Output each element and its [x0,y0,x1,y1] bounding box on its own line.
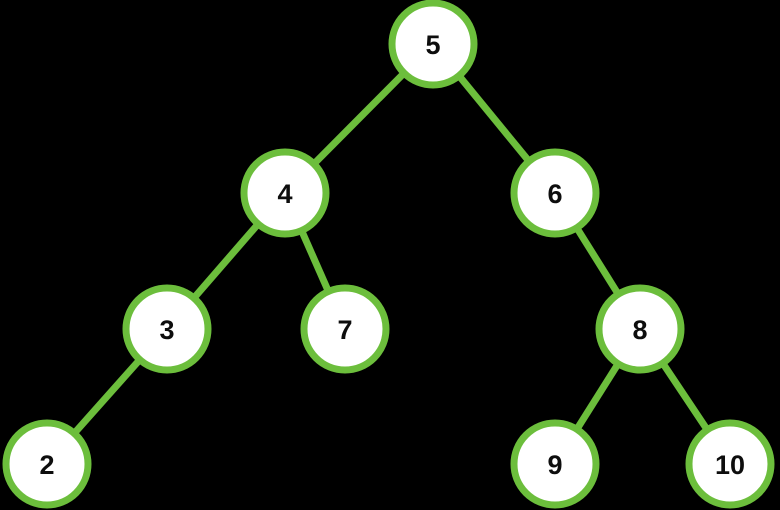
node-circle-9[interactable] [510,419,600,509]
node-label-7: 7 [337,315,352,345]
tree-edge-3-to-2 [71,357,143,436]
node-circle-3[interactable] [122,284,212,374]
tree-node-3[interactable]: 3 [122,284,212,374]
node-circle-7[interactable] [300,284,390,374]
tree-node-7[interactable]: 7 [300,284,390,374]
node-circle-2[interactable] [2,419,92,509]
tree-node-9[interactable]: 9 [510,419,600,509]
node-label-6: 6 [547,179,562,209]
tree-node-5[interactable]: 5 [388,0,478,89]
node-label-10: 10 [715,450,745,480]
node-label-2: 2 [39,450,54,480]
node-label-3: 3 [159,315,174,345]
tree-node-4[interactable]: 4 [240,148,330,238]
tree-edge-5-to-4 [311,70,407,167]
tree-node-6[interactable]: 6 [510,148,600,238]
node-circle-10[interactable] [685,419,775,509]
tree-node-8[interactable]: 8 [595,284,685,374]
node-label-8: 8 [632,315,647,345]
tree-node-10[interactable]: 10 [685,419,775,509]
node-label-9: 9 [547,450,562,480]
node-label-5: 5 [425,30,440,60]
tree-node-2[interactable]: 2 [2,419,92,509]
tree-edge-5-to-6 [456,73,532,164]
tree-edges-group [71,70,710,436]
node-circle-4[interactable] [240,148,330,238]
node-circle-6[interactable] [510,148,600,238]
tree-edge-4-to-3 [191,222,261,300]
tree-edge-8-to-10 [660,361,710,432]
tree-edge-8-to-9 [574,362,621,431]
node-label-4: 4 [277,179,292,209]
tree-edge-4-to-7 [298,229,332,293]
node-circle-5[interactable] [388,0,478,89]
tree-edge-6-to-8 [574,226,621,296]
node-circle-8[interactable] [595,284,685,374]
